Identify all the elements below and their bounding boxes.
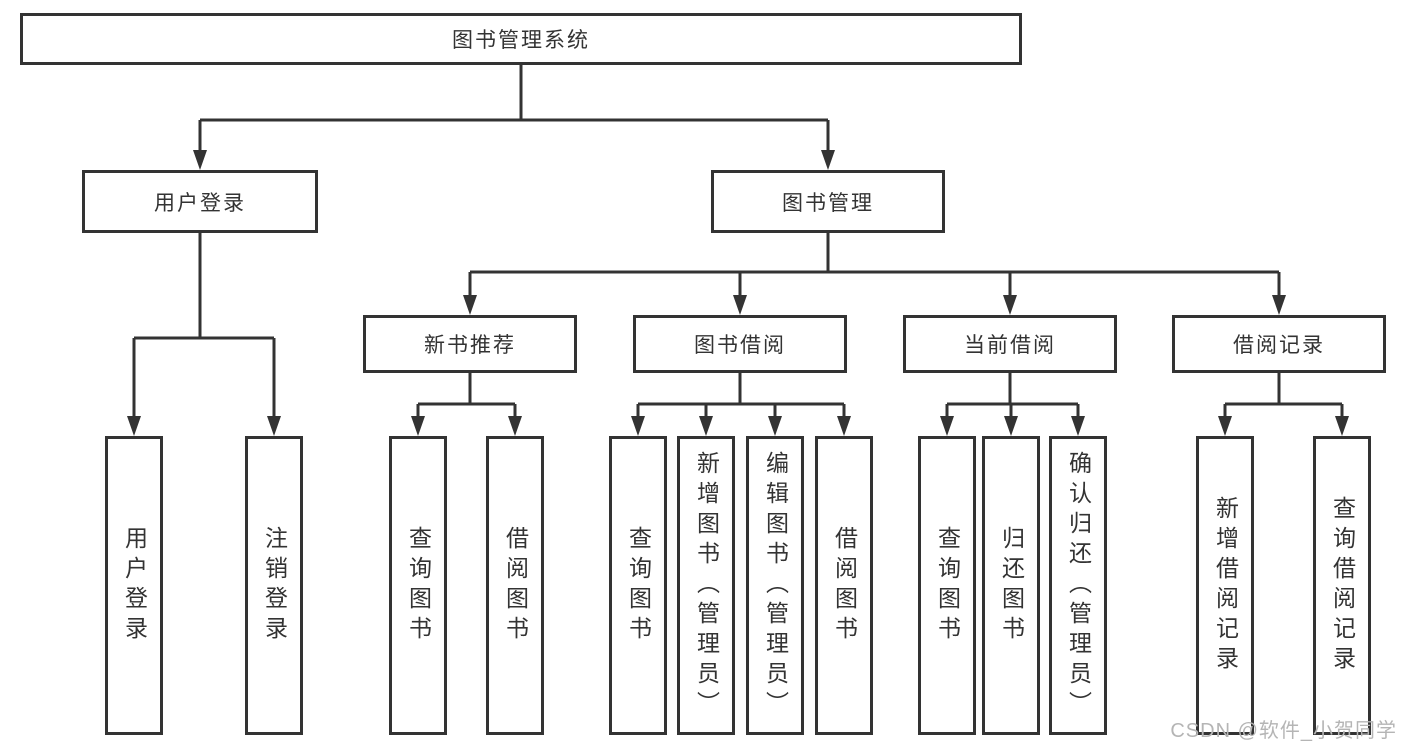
- leaf-user-login: 用户登录: [105, 436, 163, 735]
- leaf-add-books-admin: 新增图书（管理员）: [677, 436, 735, 735]
- node-label: 当前借阅: [964, 334, 1056, 357]
- leaf-confirm-return-admin: 确认归还（管理员）: [1049, 436, 1107, 735]
- node-book-borrowing: 图书借阅: [633, 315, 847, 373]
- leaf-label: 归还图书: [998, 525, 1025, 646]
- leaf-label: 确认归还（管理员）: [1065, 450, 1092, 721]
- leaf-label: 借阅图书: [831, 525, 858, 646]
- leaf-label: 查询借阅记录: [1329, 495, 1356, 676]
- leaf-borrow-books-recommend: 借阅图书: [486, 436, 544, 735]
- node-label: 用户登录: [154, 191, 246, 215]
- node-label: 借阅记录: [1233, 334, 1325, 357]
- leaf-label: 查询图书: [625, 525, 652, 646]
- leaf-query-borrow-record: 查询借阅记录: [1313, 436, 1371, 735]
- leaf-label: 借阅图书: [502, 525, 529, 646]
- leaf-borrow-books-borrowing: 借阅图书: [815, 436, 873, 735]
- node-label: 图书管理: [782, 191, 874, 215]
- leaf-return-books: 归还图书: [982, 436, 1040, 735]
- leaf-label: 编辑图书（管理员）: [762, 450, 789, 721]
- leaf-label: 查询图书: [934, 525, 961, 646]
- csdn-watermark: CSDN @软件_小贺同学: [1170, 720, 1397, 742]
- leaf-label: 注销登录: [261, 525, 288, 646]
- node-new-book-recommendation: 新书推荐: [363, 315, 577, 373]
- node-label: 新书推荐: [424, 334, 516, 357]
- node-label: 图书借阅: [694, 334, 786, 357]
- leaf-query-books-borrowing: 查询图书: [609, 436, 667, 735]
- leaf-label: 新增借阅记录: [1212, 495, 1239, 676]
- leaf-edit-books-admin: 编辑图书（管理员）: [746, 436, 804, 735]
- leaf-add-borrow-record: 新增借阅记录: [1196, 436, 1254, 735]
- node-book-management: 图书管理: [711, 170, 945, 233]
- leaf-query-books-current: 查询图书: [918, 436, 976, 735]
- leaf-label: 用户登录: [121, 525, 148, 646]
- node-label: 图书管理系统: [452, 29, 590, 52]
- node-user-login: 用户登录: [82, 170, 318, 233]
- node-current-borrowing: 当前借阅: [903, 315, 1117, 373]
- leaf-logout: 注销登录: [245, 436, 303, 735]
- leaf-query-books-recommend: 查询图书: [389, 436, 447, 735]
- leaf-label: 新增图书（管理员）: [693, 450, 720, 721]
- leaf-label: 查询图书: [405, 525, 432, 646]
- node-library-management-system: 图书管理系统: [20, 13, 1022, 65]
- node-borrowing-records: 借阅记录: [1172, 315, 1386, 373]
